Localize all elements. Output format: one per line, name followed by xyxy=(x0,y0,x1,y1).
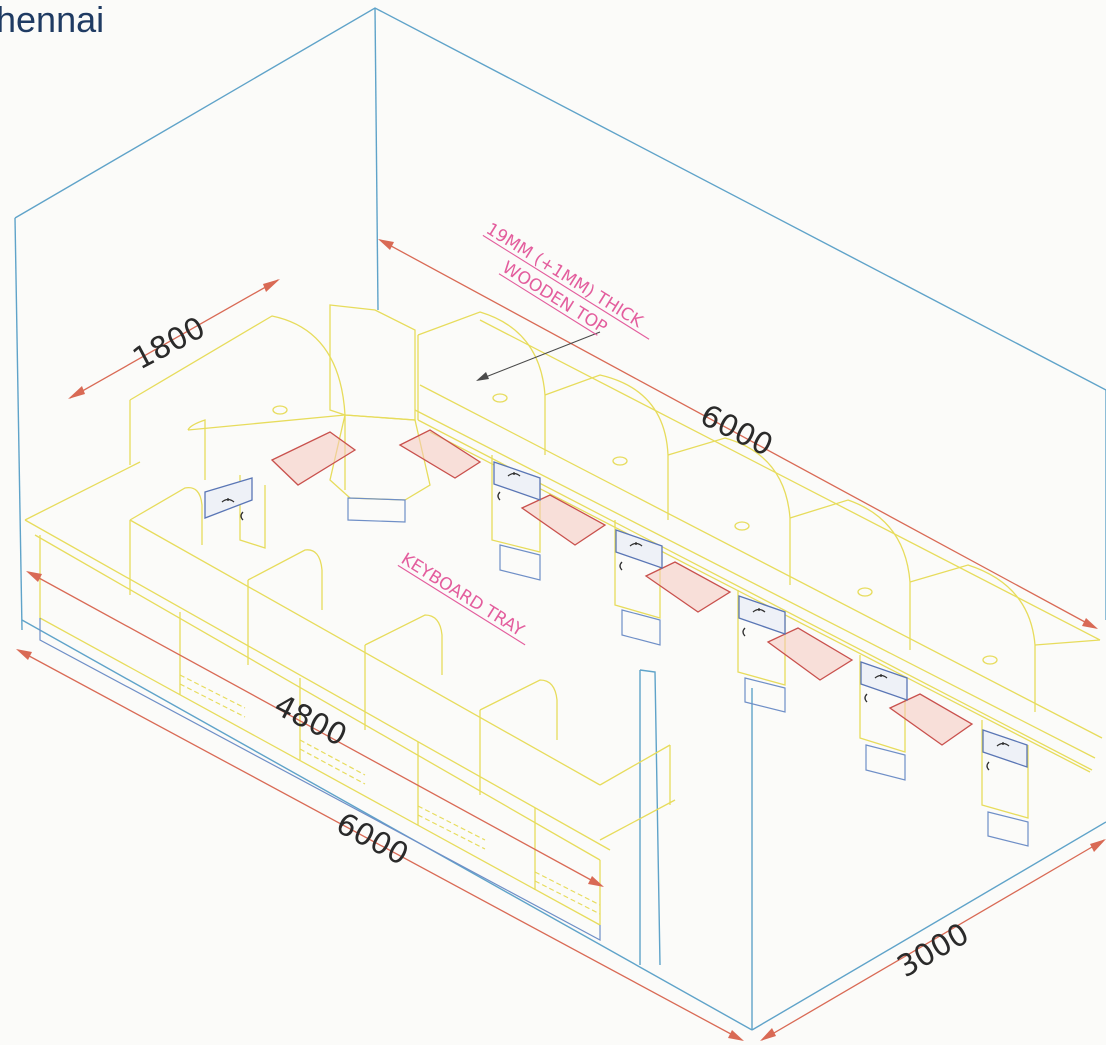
dimension-label-back-6000: 6000 xyxy=(694,398,778,464)
corner-and-left-workstations xyxy=(129,304,431,549)
dimension-label-1800: 1800 xyxy=(127,310,211,377)
partition-panels xyxy=(417,311,1101,712)
corner-title: hennai xyxy=(0,0,104,40)
front-workstation-run xyxy=(24,461,676,942)
drawer-lines xyxy=(179,674,601,915)
dimension-lines xyxy=(16,239,1106,1041)
grommet-icon xyxy=(272,393,998,665)
telephone-icon xyxy=(204,461,1028,771)
keyboard-tray-label: KEYBOARD TRAY xyxy=(397,549,528,641)
room-outline xyxy=(14,7,1106,1031)
keyboard-tray-icon xyxy=(270,429,974,746)
keyboard-tray-note: KEYBOARD TRAY xyxy=(397,549,528,646)
dimension-label-3000: 3000 xyxy=(892,916,976,984)
